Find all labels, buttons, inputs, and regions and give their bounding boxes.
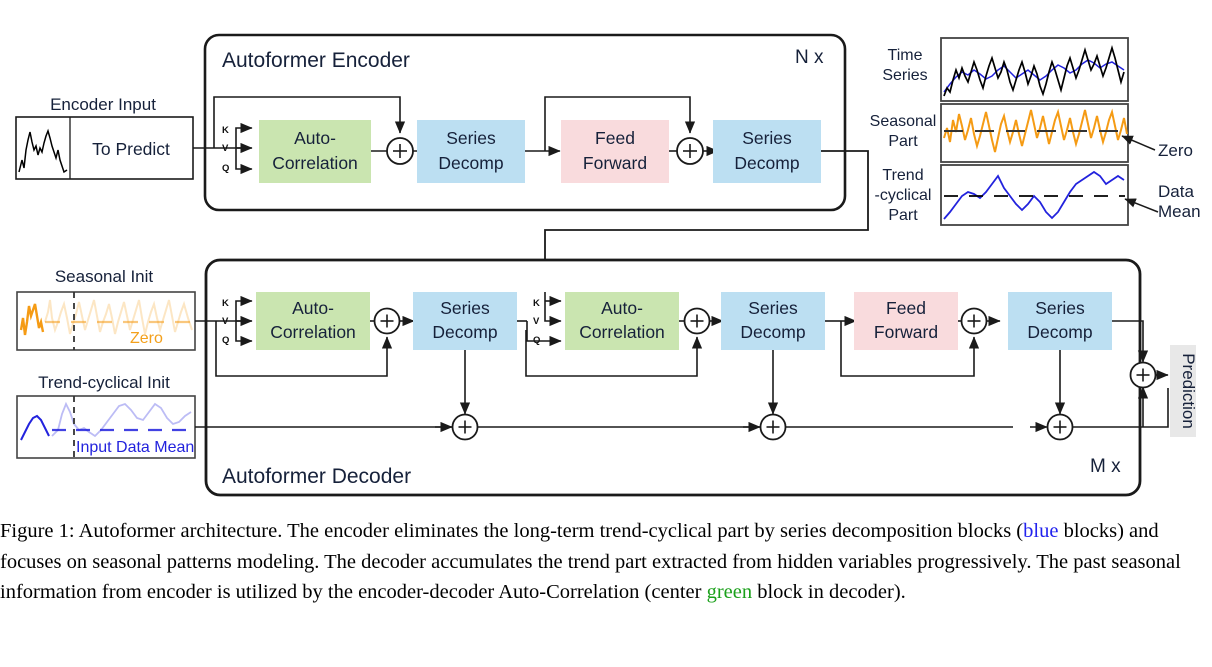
seasonal-part-plot <box>943 108 1128 153</box>
caption-text: Figure 1: Autoformer architecture. The e… <box>0 516 1212 608</box>
seasonal-init-group: Seasonal Init Zero <box>16 267 196 351</box>
decoder-add-1 <box>373 307 401 335</box>
block-label-line1: Series <box>742 128 792 148</box>
block-label-line1: Auto- <box>292 298 334 318</box>
decoder-add-3 <box>960 307 988 335</box>
encoder-repeat-count: N x <box>795 47 824 68</box>
decomposition-plots: Time Series Seasonal Part Zero Tr <box>870 37 1201 226</box>
encoder-residual-1 <box>213 96 406 148</box>
block-enc-ff[interactable]: Feed Forward <box>561 120 669 183</box>
trend-cyclical-part-plot <box>943 170 1125 220</box>
block-dec-ff[interactable]: Feed Forward <box>854 292 958 350</box>
decoder1-q-label: Q <box>222 335 229 346</box>
final-add <box>1129 361 1157 400</box>
trend-part-label-line1: Trend <box>882 167 923 184</box>
seasonal-init-plot <box>19 292 193 350</box>
seasonal-part-label-line1: Seasonal <box>870 113 937 130</box>
figure-caption: Figure 1: Autoformer architecture. The e… <box>0 516 1212 667</box>
encoder-qkv-fan: K V Q <box>222 122 253 175</box>
caption-green-word: green <box>706 581 753 603</box>
time-series-plot <box>943 45 1125 97</box>
encoder-v-label: V <box>222 143 229 154</box>
autoformer-architecture-diagram: Autoformer Encoder N x Encoder Input To … <box>15 33 1201 497</box>
decoder1-k-label: K <box>222 298 229 309</box>
decoder-repeat-count: M x <box>1090 456 1121 477</box>
block-label-line1: Series <box>1035 298 1085 318</box>
decoder-qkv-fan-1: K V Q <box>222 295 253 347</box>
encoder-add-1 <box>386 137 414 165</box>
trend-accum-add-1 <box>451 413 479 441</box>
block-label-line2: Correlation <box>272 153 358 173</box>
block-label-line2: Correlation <box>270 322 356 342</box>
block-label-line2: Decomp <box>432 322 497 342</box>
block-label-line1: Auto- <box>601 298 643 318</box>
block-dec-decomp-2[interactable]: Series Decomp <box>721 292 825 350</box>
block-label-line2: Correlation <box>579 322 665 342</box>
block-enc-decomp-1[interactable]: Series Decomp <box>417 120 525 183</box>
caption-suffix: block in decoder). <box>752 581 906 603</box>
decoder1-v-label: V <box>222 316 229 327</box>
block-label-line2: Forward <box>583 153 647 173</box>
encoder-k-label: K <box>222 125 229 136</box>
seasonal-init-zero-label: Zero <box>130 330 163 347</box>
block-label-line1: Feed <box>595 128 635 148</box>
block-dec-decomp-3[interactable]: Series Decomp <box>1008 292 1112 350</box>
seasonal-init-label: Seasonal Init <box>55 267 154 286</box>
caption-mid: blocks) and focuses on seasonal patterns… <box>0 520 1181 603</box>
trend-init-plot <box>20 396 193 458</box>
encoder-residual-2 <box>544 96 696 151</box>
block-label-line1: Series <box>446 128 496 148</box>
trend-part-annotation-line2: Mean <box>1158 202 1201 221</box>
time-series-label-line1: Time <box>888 47 923 64</box>
block-enc-decomp-2[interactable]: Series Decomp <box>713 120 821 183</box>
encoder-title: Autoformer Encoder <box>222 49 410 72</box>
caption-prefix: Figure 1: Autoformer architecture. The e… <box>0 520 1024 542</box>
time-series-label-line2: Series <box>882 67 927 84</box>
encoder-input-label: Encoder Input <box>50 95 156 114</box>
block-label-line1: Series <box>748 298 798 318</box>
trend-accum-add-2 <box>759 413 787 441</box>
to-predict-label: To Predict <box>92 139 170 159</box>
block-dec-decomp-1[interactable]: Series Decomp <box>413 292 517 350</box>
prediction-output: Prediction <box>1170 345 1198 437</box>
prediction-label: Prediction <box>1179 353 1198 429</box>
decoder2-k-label: K <box>533 298 540 309</box>
block-label-line2: Decomp <box>1027 322 1092 342</box>
decoder-title: Autoformer Decoder <box>222 465 411 488</box>
caption-blue-word: blue <box>1023 520 1059 542</box>
trend-part-label-line2: -cyclical <box>875 187 932 204</box>
decoder-residual-1 <box>215 321 393 377</box>
trend-init-label: Trend-cyclical Init <box>38 373 170 392</box>
decoder-qkv-fan-2: K V Q <box>526 292 562 347</box>
block-label-line1: Auto- <box>294 128 336 148</box>
block-label-line2: Decomp <box>734 153 799 173</box>
decoder-residual-2 <box>525 330 703 377</box>
encoder-to-decoder-wire <box>544 150 869 292</box>
block-enc-autocorr[interactable]: Auto- Correlation <box>259 120 371 183</box>
encoder-input-group: Encoder Input To Predict <box>15 95 194 180</box>
trend-part-annotation-line1: Data <box>1158 182 1194 201</box>
block-label-line1: Feed <box>886 298 926 318</box>
block-label-line2: Decomp <box>740 322 805 342</box>
decoder2-v-label: V <box>533 316 540 327</box>
block-label-line2: Forward <box>874 322 938 342</box>
block-dec-autocorr-1[interactable]: Auto- Correlation <box>256 292 370 350</box>
block-label-line2: Decomp <box>438 153 503 173</box>
block-label-line1: Series <box>440 298 490 318</box>
trend-accum-add-3 <box>1046 413 1074 441</box>
encoder-input-sparkline <box>18 128 68 174</box>
trend-init-group: Trend-cyclical Init Input Data Mean <box>16 373 196 459</box>
seasonal-part-label-line2: Part <box>888 133 918 150</box>
trend-part-label-line3: Part <box>888 207 918 224</box>
trend-init-mean-label: Input Data Mean <box>76 439 194 456</box>
decoder-residual-3 <box>840 321 980 377</box>
seasonal-part-annotation: Zero <box>1158 141 1193 160</box>
encoder-add-2 <box>676 137 704 165</box>
decoder-add-2 <box>683 307 711 335</box>
encoder-q-label: Q <box>222 163 229 174</box>
block-dec-autocorr-2[interactable]: Auto- Correlation <box>565 292 679 350</box>
